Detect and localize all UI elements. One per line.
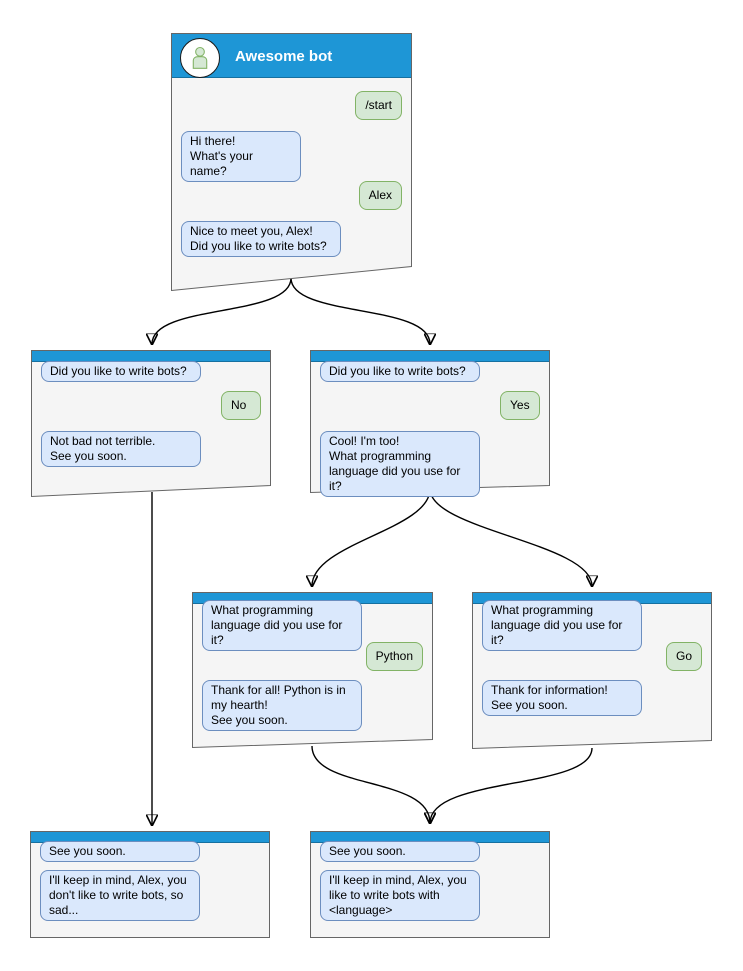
node-end-lang: See you soon. I'll keep in mind, Alex, y… — [310, 831, 550, 938]
chat-header: Awesome bot — [172, 34, 411, 78]
edge-go-to-end-lang — [430, 747, 593, 823]
edge-root-to-branch-no — [152, 277, 292, 344]
chat-header — [32, 351, 270, 362]
bot-avatar — [180, 38, 220, 78]
chat-header — [473, 593, 711, 604]
person-icon — [192, 46, 208, 69]
node-lang-python: What programming language did you use fo… — [192, 592, 433, 749]
bot-message-bubble: What programming language did you use fo… — [482, 600, 642, 651]
edge-root-to-branch-yes — [290, 277, 430, 344]
bot-message-bubble: I'll keep in mind, Alex, you don't like … — [40, 870, 200, 921]
user-message-bubble: Yes — [500, 391, 540, 420]
node-root: Awesome bot /start Hi there! What's your… — [171, 33, 412, 291]
bot-message-bubble: Did you like to write bots? — [41, 361, 201, 382]
bot-message-bubble: See you soon. — [40, 841, 200, 862]
bot-title: Awesome bot — [235, 47, 333, 65]
bot-message-bubble: Did you like to write bots? — [320, 361, 480, 382]
bot-message-bubble: Nice to meet you, Alex! Did you like to … — [181, 221, 341, 257]
node-lang-go: What programming language did you use fo… — [472, 592, 712, 749]
bot-message-bubble: I'll keep in mind, Alex, you like to wri… — [320, 870, 480, 921]
chat-header — [31, 832, 269, 843]
node-branch-yes: Did you like to write bots? Yes Cool! I'… — [310, 350, 550, 497]
user-message-bubble: Python — [365, 642, 423, 671]
bot-message-bubble: Thank for all! Python is in my hearth! S… — [202, 680, 362, 731]
edge-branch-yes-to-go — [429, 488, 592, 586]
bot-message-bubble: Thank for information! See you soon. — [482, 680, 642, 716]
bot-message-bubble: Not bad not terrible. See you soon. — [41, 431, 201, 467]
node-branch-no: Did you like to write bots? No Not bad n… — [31, 350, 271, 498]
bot-message-bubble: Hi there! What's your name? — [181, 131, 301, 182]
bot-message-bubble: Cool! I'm too! What programming language… — [320, 431, 480, 497]
node-end-no: See you soon. I'll keep in mind, Alex, y… — [30, 831, 270, 938]
chat-header — [193, 593, 432, 604]
user-message-bubble: /start — [355, 91, 402, 120]
edge-python-to-end-lang — [311, 745, 430, 823]
edge-branch-yes-to-python — [312, 488, 431, 586]
chat-header — [311, 832, 549, 843]
user-message-bubble: No — [221, 391, 261, 420]
chat-header — [311, 351, 549, 362]
user-message-bubble: Go — [665, 642, 702, 671]
bot-message-bubble: See you soon. — [320, 841, 480, 862]
user-message-bubble: Alex — [358, 181, 402, 210]
bot-message-bubble: What programming language did you use fo… — [202, 600, 362, 651]
